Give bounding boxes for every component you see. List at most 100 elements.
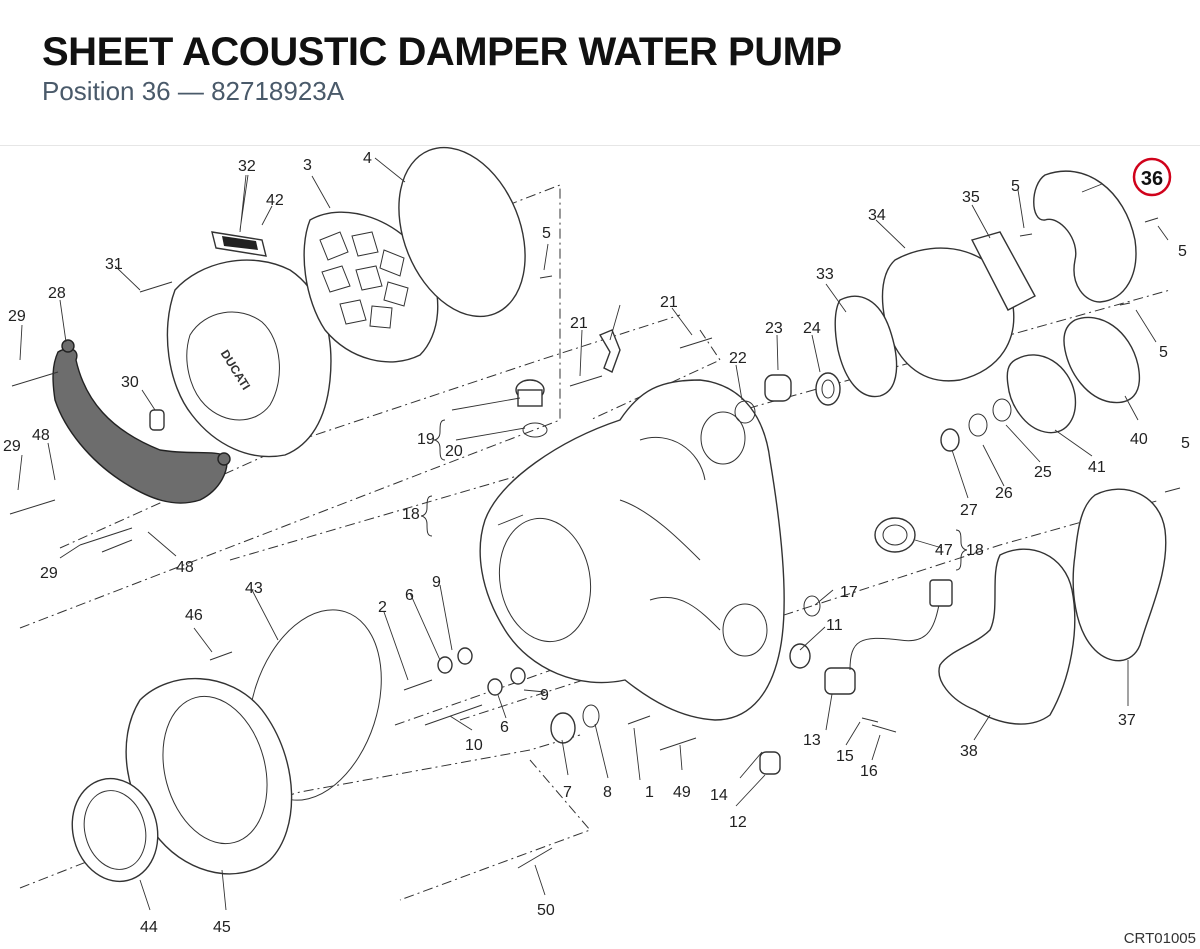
part-33-damper[interactable] xyxy=(834,295,898,398)
callout-6a: 6 xyxy=(405,587,414,604)
part-25-circlip[interactable] xyxy=(992,398,1012,422)
part-12-plug[interactable] xyxy=(759,751,781,775)
part-36-sheet-acoustic-damper[interactable] xyxy=(1033,170,1137,303)
callout-16: 16 xyxy=(860,763,878,780)
callout-19: 19 xyxy=(417,431,435,448)
part-22-oring[interactable] xyxy=(734,400,756,424)
callout-18b: 18 xyxy=(966,542,984,559)
part-30-spacer[interactable] xyxy=(149,409,165,431)
screws[interactable] xyxy=(9,217,1181,869)
part-27-seal[interactable] xyxy=(940,428,960,452)
part-24-seal[interactable] xyxy=(815,372,841,406)
callout-5a: 5 xyxy=(542,225,551,242)
callout-5c: 5 xyxy=(1178,243,1187,260)
callout-29b: 29 xyxy=(3,438,21,455)
callout-2: 2 xyxy=(378,599,387,616)
part-17-oring[interactable] xyxy=(803,595,821,617)
callout-13: 13 xyxy=(803,732,821,749)
callout-44: 44 xyxy=(140,919,158,936)
callout-27: 27 xyxy=(960,502,978,519)
callout-48a: 48 xyxy=(32,427,50,444)
callout-12: 12 xyxy=(729,814,747,831)
callout-32: 32 xyxy=(238,158,256,175)
callout-36-highlighted: 36 xyxy=(1141,168,1163,190)
callout-18a: 18 xyxy=(402,506,420,523)
page-title: SHEET ACOUSTIC DAMPER WATER PUMP xyxy=(42,30,842,74)
callout-46: 46 xyxy=(185,607,203,624)
part-4-sheet[interactable] xyxy=(375,145,548,335)
callout-21b: 21 xyxy=(660,294,678,311)
callout-21a: 21 xyxy=(570,315,588,332)
callout-numbers: 1 2 3 4 5 5 5 5 5 6 6 7 8 9 9 10 11 12 1… xyxy=(3,150,1190,936)
part-28-guard[interactable] xyxy=(52,339,231,504)
callout-9a: 9 xyxy=(432,574,441,591)
part-44-seal[interactable] xyxy=(61,769,169,891)
callout-11: 11 xyxy=(826,617,843,634)
callout-23: 23 xyxy=(765,320,783,337)
part-20-oring[interactable] xyxy=(522,422,548,438)
part-40-bracket[interactable] xyxy=(1063,316,1140,404)
part-37-shield[interactable] xyxy=(1072,488,1167,662)
part-13-sensor[interactable] xyxy=(824,579,953,695)
callout-42: 42 xyxy=(266,192,284,209)
position-highlight-ring xyxy=(1132,157,1172,197)
callout-25: 25 xyxy=(1034,464,1052,481)
callout-26: 26 xyxy=(995,485,1013,502)
callout-10: 10 xyxy=(465,737,483,754)
callout-45: 45 xyxy=(213,919,231,936)
callout-9b: 9 xyxy=(540,687,549,704)
part-8-oring[interactable] xyxy=(582,704,600,728)
part-26-oring[interactable] xyxy=(968,413,988,437)
callout-49: 49 xyxy=(673,784,691,801)
callout-5e: 5 xyxy=(1181,435,1190,452)
part-39-bracket[interactable] xyxy=(598,329,621,373)
callout-5b: 5 xyxy=(1011,178,1020,195)
part-23-plug[interactable] xyxy=(764,374,792,402)
part-19-cap[interactable] xyxy=(515,379,545,407)
callout-7: 7 xyxy=(563,784,572,801)
callout-48b: 48 xyxy=(176,559,194,576)
callout-50: 50 xyxy=(537,902,555,919)
callout-29a: 29 xyxy=(8,308,26,325)
exploded-parts-diagram: DUCATI xyxy=(3,145,1190,936)
part-35-plate[interactable] xyxy=(970,231,1036,311)
callout-3: 3 xyxy=(303,157,312,174)
callout-35: 35 xyxy=(962,189,980,206)
drawing-code: CRT01005 xyxy=(1123,930,1196,947)
callout-24: 24 xyxy=(803,320,821,337)
part-18-cover-housing[interactable] xyxy=(479,379,785,721)
leader-lines xyxy=(17,157,1169,911)
page-header: SHEET ACOUSTIC DAMPER WATER PUMP Positio… xyxy=(0,0,1200,146)
callout-1: 1 xyxy=(645,784,654,801)
callout-33: 33 xyxy=(816,266,834,283)
callout-5d: 5 xyxy=(1159,344,1168,361)
callout-47: 47 xyxy=(935,542,953,559)
part-47-seal[interactable] xyxy=(874,517,916,553)
callout-22: 22 xyxy=(729,350,747,367)
part-9-washer[interactable] xyxy=(457,647,526,685)
part-6-washer[interactable] xyxy=(437,656,503,696)
callout-31: 31 xyxy=(105,256,123,273)
part-34-damper[interactable] xyxy=(881,247,1015,382)
part-38-shield[interactable] xyxy=(938,548,1076,725)
callout-29c: 29 xyxy=(40,565,58,582)
callout-17: 17 xyxy=(840,584,858,601)
part-32-label-plate[interactable] xyxy=(211,231,267,257)
callout-20: 20 xyxy=(445,443,463,460)
callout-37: 37 xyxy=(1118,712,1136,729)
part-3-acoustic-pad[interactable] xyxy=(303,211,439,363)
callout-38: 38 xyxy=(960,743,978,760)
callout-34: 34 xyxy=(868,207,886,224)
page-subtitle: Position 36 — 82718923A xyxy=(42,76,345,106)
callout-28: 28 xyxy=(48,285,66,302)
callout-15: 15 xyxy=(836,748,854,765)
part-41-bracket[interactable] xyxy=(1006,354,1077,434)
part-7-plug[interactable] xyxy=(550,712,576,744)
part-11-spring[interactable] xyxy=(789,643,811,669)
callout-4: 4 xyxy=(363,150,372,167)
callout-41: 41 xyxy=(1088,459,1106,476)
callout-43: 43 xyxy=(245,580,263,597)
part-42-clutch-cover[interactable]: DUCATI xyxy=(166,259,332,458)
callout-14: 14 xyxy=(710,787,728,804)
callout-30: 30 xyxy=(121,374,139,391)
